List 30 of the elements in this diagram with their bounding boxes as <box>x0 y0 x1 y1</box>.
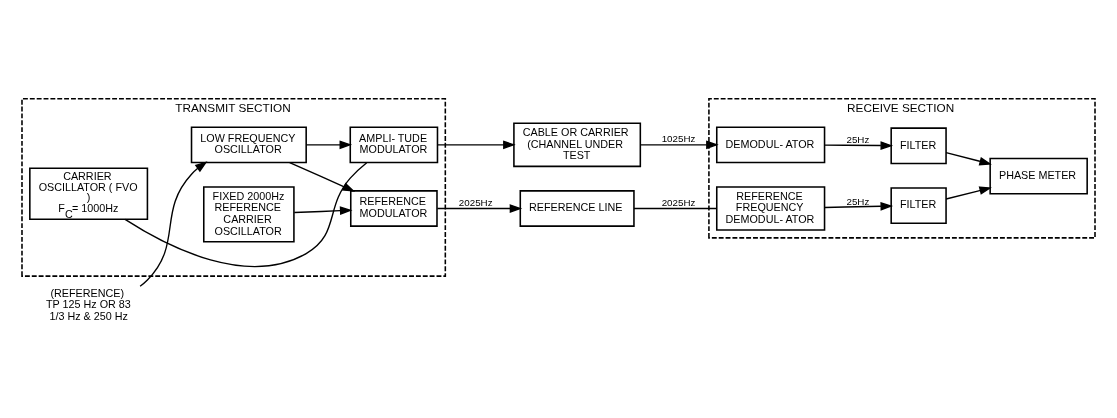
arrow <box>824 201 894 211</box>
arrow <box>824 141 894 150</box>
node-text: (REFERENCE) TP 125 Hz OR 83 1/3 Hz & 250 Hz <box>46 286 131 323</box>
node-box: FILTER <box>890 127 947 165</box>
arrow <box>305 140 353 150</box>
node-box: REFERENCE LINE <box>519 190 635 227</box>
edge-label: 25Hz <box>846 133 870 145</box>
node-box: REFERENCE FREQUENCY DEMODUL- ATOR <box>715 186 826 231</box>
edge-label: 25Hz <box>846 195 870 207</box>
edge-label: 2025Hz <box>458 196 493 208</box>
arrow <box>945 186 992 200</box>
node-box: FIXED 2000Hz REFERENCE CARRIER OSCILLATOR <box>203 186 295 243</box>
arrow <box>437 140 516 150</box>
node-box: LOW FREQUENCY OSCILLATOR <box>190 126 307 164</box>
edge-label: 1025Hz <box>661 132 696 144</box>
node-box: CABLE OR CARRIER (CHANNEL UNDER TEST <box>513 122 642 168</box>
arrow <box>945 151 992 166</box>
arrow <box>293 206 353 216</box>
arrow <box>289 161 356 192</box>
node-box: REFERENCE MODULATOR <box>349 190 438 227</box>
node-box: AMPLI- TUDE MODULATOR <box>349 126 439 164</box>
node-box: DEMODUL- ATOR <box>715 126 826 164</box>
node-box: FILTER <box>890 187 947 224</box>
arrow <box>639 140 719 150</box>
connector <box>633 207 718 210</box>
arrow <box>139 161 208 287</box>
arrow <box>436 204 523 213</box>
node-box: PHASE METER <box>989 157 1088 195</box>
connector <box>124 162 368 268</box>
edge-label: 2025Hz <box>661 196 696 208</box>
